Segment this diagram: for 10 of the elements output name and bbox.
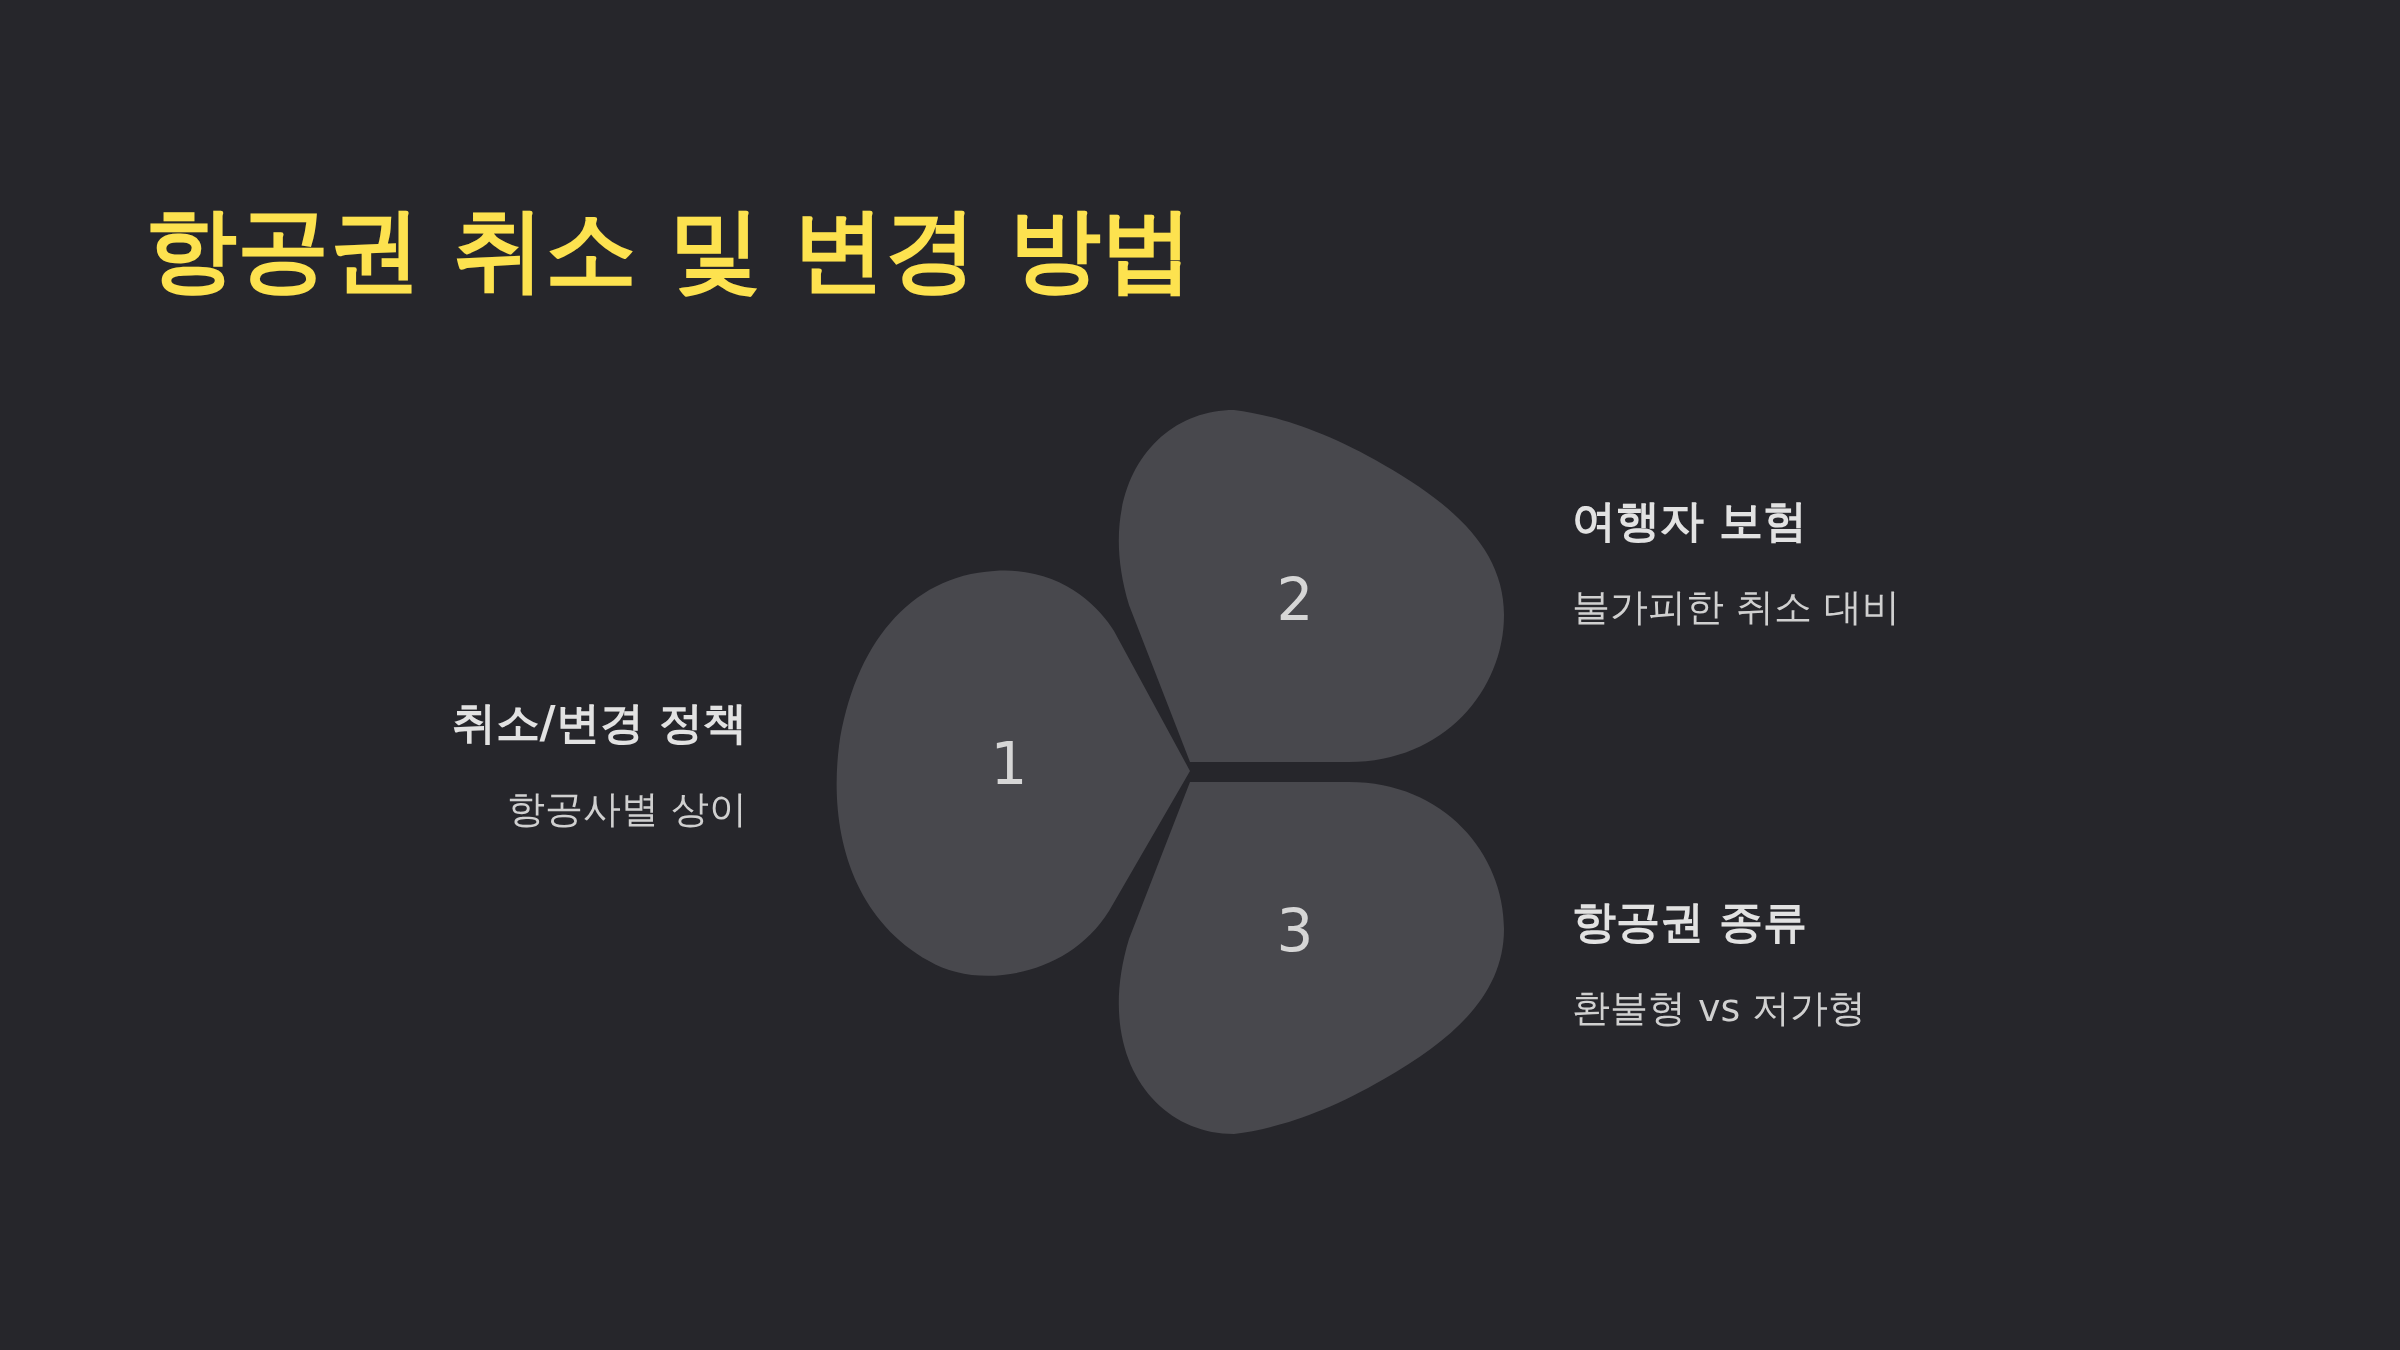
item-description: 불가피한 취소 대비 — [1572, 585, 1901, 631]
step-number: 2 — [1276, 571, 1314, 629]
step-number: 1 — [990, 735, 1028, 793]
item-heading: 여행자 보험 — [1572, 495, 1808, 548]
step-number: 3 — [1276, 902, 1314, 960]
item-description: 환불형 vs 저가형 — [1572, 986, 1867, 1032]
title: 항공권 취소 및 변경 방법 — [145, 195, 1194, 305]
item-description: 항공사별 상이 — [506, 787, 747, 833]
item-heading: 항공권 종류 — [1572, 896, 1808, 949]
item-heading: 취소/변경 정책 — [451, 697, 747, 750]
